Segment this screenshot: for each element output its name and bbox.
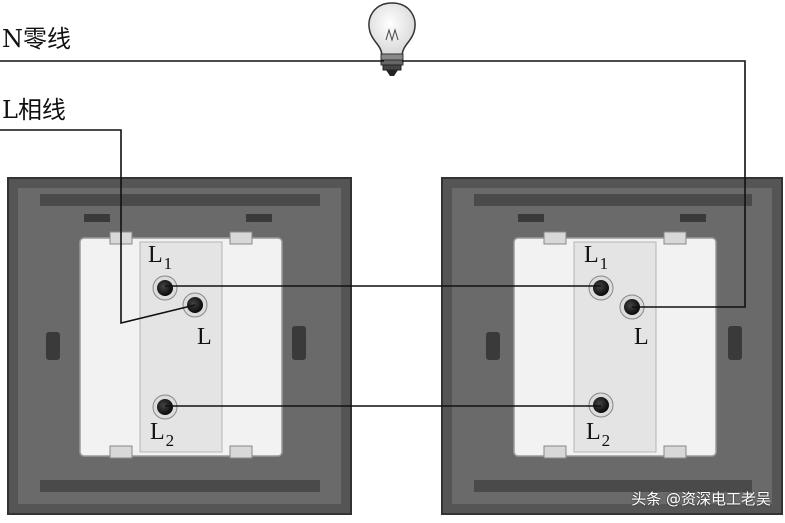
right-switch xyxy=(441,177,783,515)
right-terminal-l-label: L xyxy=(634,324,649,350)
left-terminal-l2-sub: 2 xyxy=(165,431,175,450)
right-switch-slot xyxy=(728,326,742,360)
right-switch-clip xyxy=(543,231,567,245)
left-terminal-l2-main: L xyxy=(150,419,165,445)
left-switch-slot xyxy=(246,214,272,222)
left-switch-top-bevel xyxy=(40,194,320,206)
phase-wire-label: L相线 xyxy=(2,96,66,124)
neutral-wire-label: N零线 xyxy=(2,25,71,53)
right-switch-clip xyxy=(663,231,687,245)
right-terminal-l2-label: L2 xyxy=(586,419,610,449)
right-terminal-l1-sub: 1 xyxy=(599,254,609,273)
right-switch-top-bevel xyxy=(474,194,752,206)
right-switch-clip xyxy=(543,445,567,459)
left-terminal-l1-sub: 1 xyxy=(163,254,173,273)
right-terminal-l1-screw-head xyxy=(593,280,609,296)
phase-wire xyxy=(0,129,196,325)
neutral-return-wire xyxy=(402,60,746,308)
left-switch-clip xyxy=(229,231,253,245)
left-switch-bottom-bevel xyxy=(40,480,320,492)
right-switch-slot xyxy=(680,214,706,222)
light-bulb-icon xyxy=(368,2,416,76)
left-terminal-l-label: L xyxy=(197,324,212,350)
right-terminal-l1-main: L xyxy=(584,242,599,268)
left-terminal-l2-screw-head xyxy=(157,399,173,415)
left-terminal-l2-label: L2 xyxy=(150,419,174,449)
right-terminal-l2-sub: 2 xyxy=(601,431,611,450)
left-switch-clip xyxy=(229,445,253,459)
right-switch-clip xyxy=(663,445,687,459)
left-switch-slot xyxy=(84,214,110,222)
right-terminal-l2-main: L xyxy=(586,419,601,445)
right-terminal-l1-label: L1 xyxy=(584,242,608,272)
right-switch-mechanism-core xyxy=(573,241,657,453)
left-switch xyxy=(7,177,352,515)
left-terminal-l1-screw-head xyxy=(157,280,173,296)
watermark: 头条 @资深电工老吴 xyxy=(631,490,771,508)
right-switch-bottom-bevel xyxy=(474,480,752,492)
left-switch-slot xyxy=(46,332,60,360)
right-switch-slot xyxy=(486,332,500,360)
right-switch-slot xyxy=(518,214,544,222)
left-switch-mechanism-core xyxy=(139,241,223,453)
right-terminal-l2-screw-head xyxy=(593,397,609,413)
left-switch-clip xyxy=(109,445,133,459)
wires xyxy=(0,60,746,407)
left-terminal-l1-main: L xyxy=(148,242,163,268)
left-terminal-l1-label: L1 xyxy=(148,242,172,272)
left-switch-slot xyxy=(292,326,306,360)
